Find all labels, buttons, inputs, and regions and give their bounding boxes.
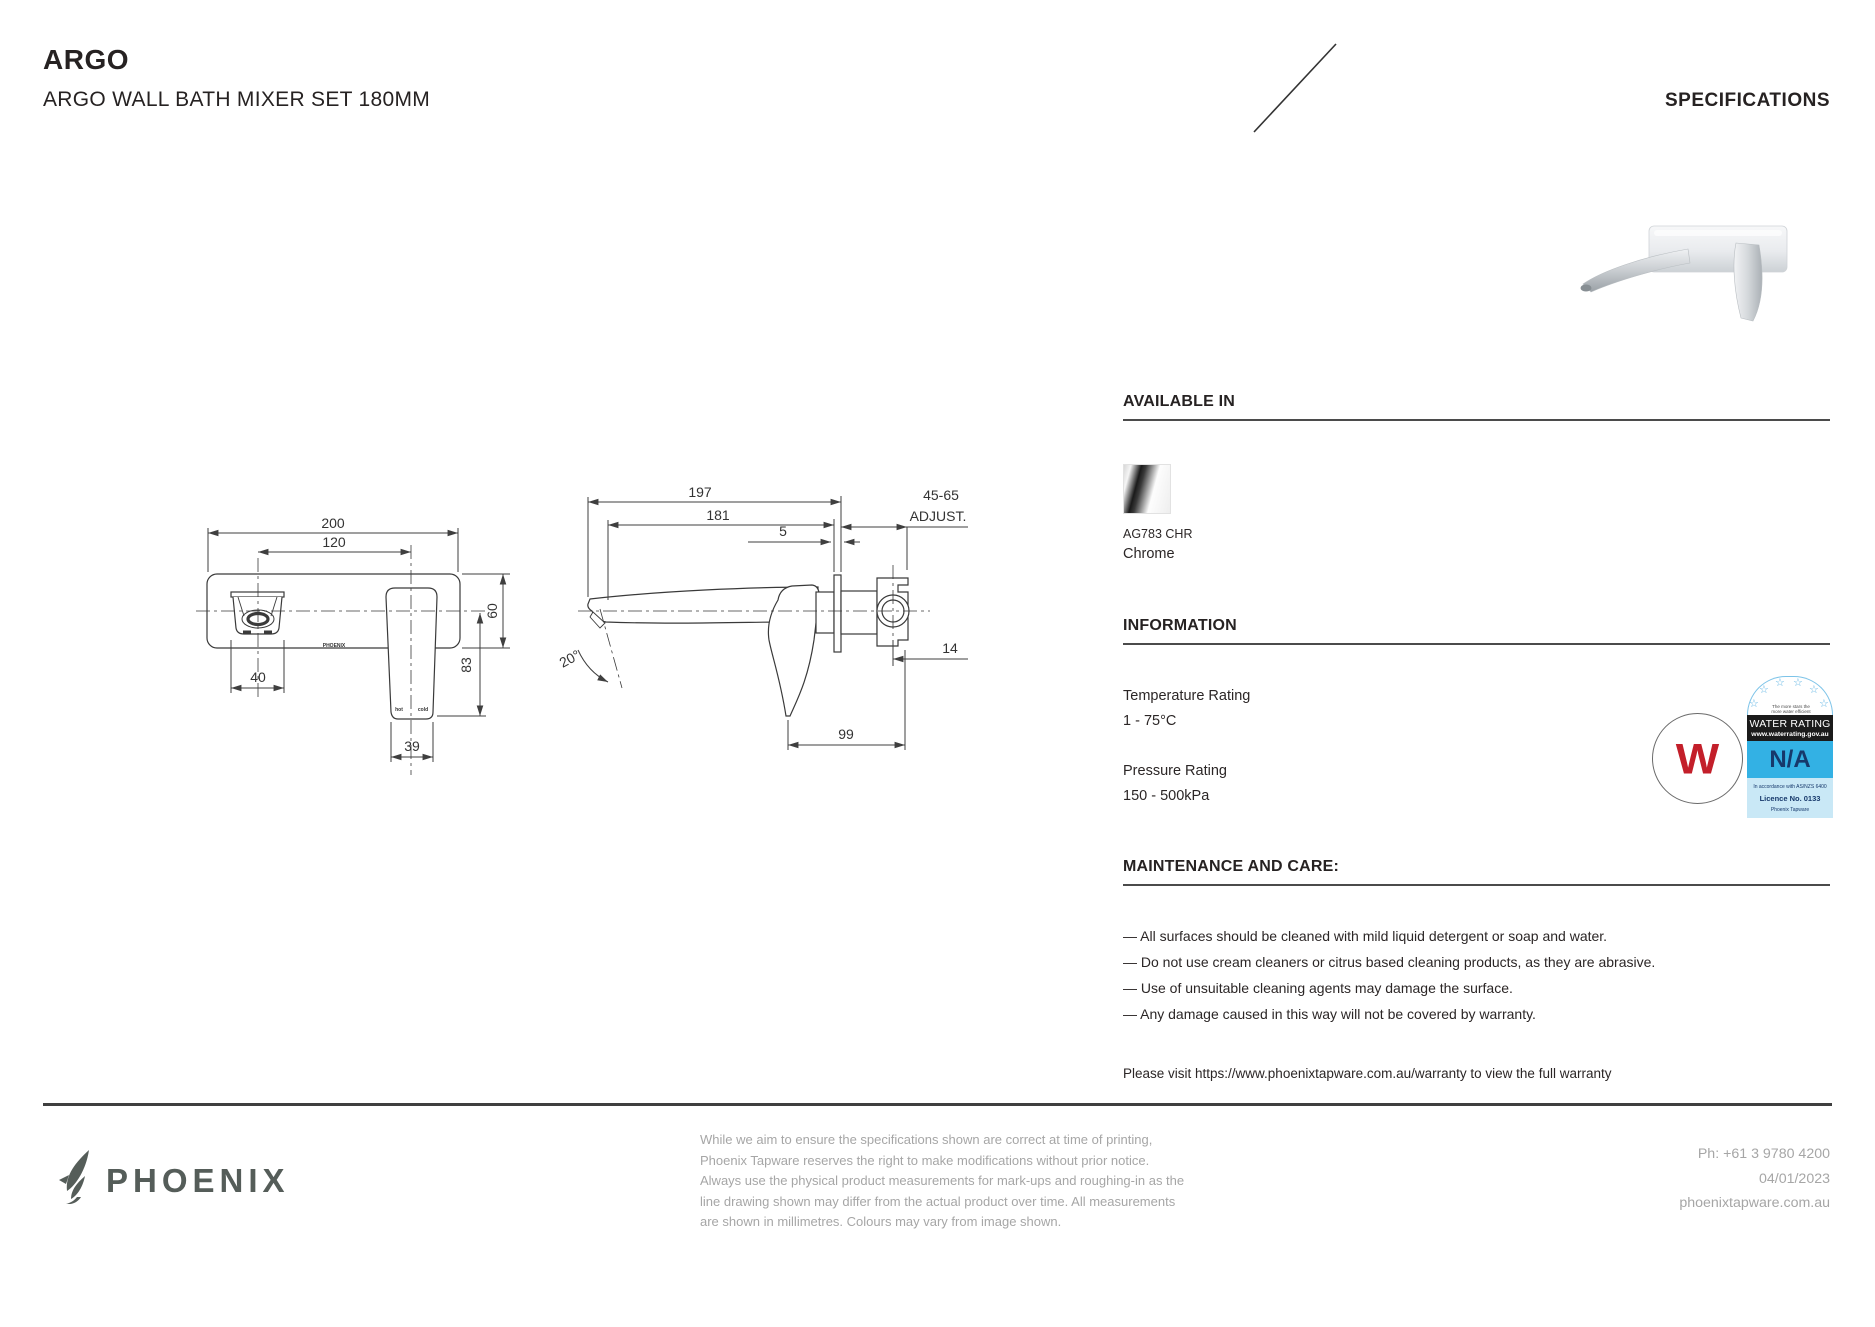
doc-type-label: SPECIFICATIONS [1665, 90, 1830, 111]
dim-label-200: 200 [321, 515, 345, 531]
star-icon: ☆ [1809, 684, 1819, 696]
water-rating-brand: Phoenix Tapware [1770, 807, 1810, 813]
dim-label-60: 60 [484, 603, 500, 619]
watermark-w-icon: W [1675, 734, 1720, 783]
footer-contact: Ph: +61 3 9780 4200 04/01/2023 phoenixta… [1500, 1142, 1830, 1216]
drawing-handle-side [767, 584, 820, 717]
dim-label-39: 39 [404, 738, 420, 754]
spec-value-temperature: 1 - 75°C [1123, 713, 1177, 729]
dim-label-45-65: 45-65 [923, 487, 959, 503]
phoenix-logo-text: PHOENIX [106, 1162, 290, 1199]
handle-cold-label: cold [418, 707, 428, 713]
maintenance-item: — Any damage caused in this way will not… [1123, 1006, 1536, 1022]
water-rating-title: WATER RATING [1749, 718, 1831, 730]
section-available-in-heading: AVAILABLE IN [1123, 393, 1236, 410]
dim-label-14: 14 [942, 640, 958, 656]
water-rating-header: WATER RATING www.waterrating.gov.au [1747, 715, 1833, 741]
product-photo [1580, 225, 1788, 322]
photo-highlight [1654, 230, 1782, 236]
footer-date: 04/01/2023 [1758, 1170, 1830, 1187]
disclaimer-line: are shown in millimetres. Colours may va… [700, 1214, 1062, 1229]
water-rating-stars-dome: ☆ ☆ ☆ ☆ ☆ ☆ The more stars the more wate… [1747, 676, 1833, 715]
photo-handle [1733, 242, 1763, 322]
drawing-handle-front [385, 587, 438, 720]
dim-label-5: 5 [779, 523, 787, 539]
section-information-heading: INFORMATION [1123, 617, 1237, 634]
drawing-aerator-tip [589, 611, 606, 629]
disclaimer-line: Always use the physical product measurem… [700, 1173, 1185, 1188]
photo-spout [1582, 248, 1691, 293]
diagonal-accent-line [1253, 43, 1337, 133]
dim-label-197: 197 [688, 484, 712, 500]
dim-label-adjust: ADJUST. [910, 508, 967, 524]
watermark-badge: W [1652, 713, 1743, 804]
photo-aerator [1580, 284, 1592, 292]
water-rating-value-field: N/A [1747, 741, 1833, 778]
dim-label-99: 99 [838, 726, 854, 742]
handle-hot-label: hot [395, 707, 403, 713]
drawing-valve-neck [815, 591, 835, 634]
star-icon: ☆ [1775, 677, 1785, 689]
drawing-wall-body [840, 590, 878, 635]
spec-label-temperature: Temperature Rating [1123, 688, 1251, 704]
disclaimer-line: line drawing shown may differ from the a… [700, 1193, 1176, 1209]
warranty-note: Please visit https://www.phoenixtapware.… [1123, 1066, 1612, 1081]
water-rating-url: www.waterrating.gov.au [1751, 731, 1829, 738]
drawing-spout-side [587, 586, 819, 624]
dim-label-40: 40 [250, 669, 266, 685]
star-icon: ☆ [1819, 698, 1829, 710]
section-rule [1123, 643, 1830, 645]
water-rating-standard: In accordance with AS/NZS 6400 [1753, 784, 1827, 790]
spec-label-pressure: Pressure Rating [1123, 763, 1227, 779]
dim-label-20deg: 20° [557, 647, 583, 671]
phoenix-logo-icon [59, 1150, 89, 1204]
section-rule [1123, 884, 1830, 886]
technical-drawing-front-view: 200 120 40 60 83 39 PHOENIX hot cold [196, 515, 510, 775]
finish-swatch-chrome[interactable] [1123, 464, 1171, 514]
dim-label-120: 120 [322, 534, 346, 550]
disclaimer-line: While we aim to ensure the specification… [700, 1132, 1153, 1147]
maintenance-item: — All surfaces should be cleaned with mi… [1123, 928, 1608, 944]
footer-rule [43, 1103, 1832, 1106]
spec-value-pressure: 150 - 500kPa [1123, 788, 1210, 804]
water-rating-value: N/A [1769, 745, 1811, 773]
drawing-spout-front [230, 591, 285, 635]
page-title: ARGO [43, 44, 129, 75]
footer-phone: Ph: +61 3 9780 4200 [1697, 1146, 1830, 1162]
water-rating-licence: Licence No. 0133 [1759, 794, 1821, 803]
water-rating-tagline: The more stars the more water efficient [1771, 704, 1811, 714]
star-icon: ☆ [1749, 698, 1759, 710]
star-icon: ☆ [1793, 677, 1803, 689]
dim-label-83: 83 [458, 657, 474, 673]
drawing-plate-section [833, 574, 842, 653]
product-subtitle: ARGO WALL BATH MIXER SET 180MM [43, 88, 431, 111]
finish-name: Chrome [1123, 546, 1175, 562]
footer-website[interactable]: phoenixtapware.com.au [1679, 1195, 1830, 1211]
dim-label-181: 181 [706, 507, 730, 523]
water-rating-label: ☆ ☆ ☆ ☆ ☆ ☆ The more stars the more wate… [1747, 676, 1833, 818]
section-rule [1123, 419, 1830, 421]
water-rating-fineprint: In accordance with AS/NZS 6400 Licence N… [1747, 778, 1833, 818]
finish-code: AG783 CHR [1123, 527, 1193, 541]
technical-drawing-side-view: 197 181 5 45-65 ADJUST. 14 99 20° [557, 484, 968, 750]
star-icon: ☆ [1759, 684, 1769, 696]
maintenance-item: — Do not use cream cleaners or citrus ba… [1123, 954, 1656, 970]
section-maintenance-heading: MAINTENANCE AND CARE: [1123, 858, 1340, 875]
footer-disclaimer: While we aim to ensure the specification… [700, 1130, 1260, 1233]
disclaimer-line: Phoenix Tapware reserves the right to ma… [700, 1152, 1150, 1168]
maintenance-item: — Use of unsuitable cleaning agents may … [1123, 980, 1513, 996]
plate-brand-text: PHOENIX [323, 643, 346, 649]
